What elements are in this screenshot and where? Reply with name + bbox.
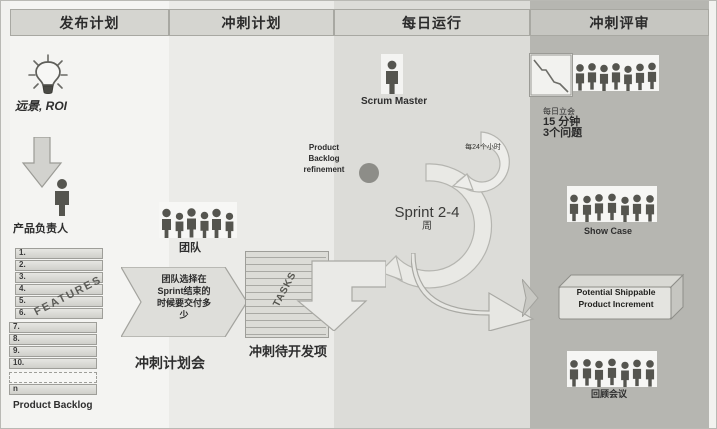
down-arrow-icon: [21, 137, 63, 188]
sprint-backlog-label: 冲刺待开发项: [249, 344, 328, 359]
decision-line: Sprint结束的: [157, 286, 211, 296]
column-header-label: 每日运行: [402, 14, 462, 31]
backlog-item-number: n: [13, 384, 18, 393]
person-icon: [607, 193, 617, 221]
standup-line: 每日立会: [543, 107, 575, 116]
product-owner-label: 产品负责人: [13, 223, 68, 235]
column-header-label: 冲刺计划: [221, 14, 282, 31]
person-icon: [575, 64, 585, 91]
decision-line: 少: [179, 310, 189, 320]
person-icon: [569, 194, 579, 222]
person-icon: [569, 360, 579, 387]
retrospective-label: 回顾会议: [591, 389, 628, 399]
team-decision-text: 团队选择在 Sprint结束的 时候要交付多 少: [131, 273, 237, 321]
person-icon: [645, 195, 655, 222]
team-label: 团队: [179, 242, 201, 254]
person-icon: [624, 65, 632, 91]
person-icon: [187, 208, 197, 238]
backlog-item-number: 5.: [19, 296, 26, 305]
product-backlog-stack: 1. 2. 3. 4. 5. 6. 7. 8. 9. 10. n FEATURE…: [9, 248, 107, 396]
person-icon: [175, 212, 183, 238]
backlog-item-number: 1.: [19, 248, 26, 257]
refinement-dot-icon: [359, 163, 379, 183]
person-icon: [162, 208, 171, 238]
column-header-sprint-planning: 冲刺计划: [169, 9, 334, 36]
backlog-item-number: 9.: [13, 346, 20, 355]
daily-cycle-arrow: [451, 131, 510, 193]
standup-line: 3个问题: [543, 127, 583, 139]
product-backlog-label: Product Backlog: [13, 400, 93, 411]
increment-line: Product Increment: [578, 299, 654, 309]
column-band-daily-run: [334, 1, 530, 428]
person-icon: [645, 360, 655, 387]
daily-cycle-label: 每24个小时: [465, 144, 501, 151]
refinement-line: refinement: [303, 165, 345, 174]
person-icon: [212, 208, 222, 238]
backlog-item-number: 8.: [13, 334, 20, 343]
increment-line: Potential Shippable: [576, 287, 656, 297]
lightbulb-icon: [28, 54, 68, 94]
sprint-duration-label: Sprint 2-4: [394, 204, 460, 221]
standup-line: 15 分钟: [543, 116, 581, 128]
person-icon: [647, 62, 657, 90]
sprint-duration-unit: 周: [422, 221, 432, 232]
backlog-item-number: 7.: [13, 322, 20, 331]
person-icon: [587, 63, 597, 90]
column-header-daily-run: 每日运行: [334, 9, 530, 36]
review-inflow-chevron: [522, 279, 539, 317]
daily-standup-details: 每日立会 15 分钟 3个问题: [543, 106, 623, 139]
outflow-arrow-icon: [411, 253, 535, 331]
person-icon: [225, 212, 234, 238]
sprint-planning-meeting-label: 冲刺计划会: [135, 355, 205, 371]
vision-roi-label: 远景, ROI: [15, 99, 68, 113]
product-backlog-refinement-label: Product Backlog refinement: [289, 142, 359, 175]
refinement-line: Product: [308, 143, 340, 152]
person-icon: [607, 358, 617, 386]
backlog-item-number: 10.: [13, 358, 25, 367]
backlog-item-number: 2.: [19, 260, 26, 269]
scrum-master-person-box: [381, 54, 403, 94]
team-decision-chevron: [121, 267, 247, 337]
sprint-duration-text: Sprint 2-4 周: [384, 204, 470, 234]
refinement-line: Backlog: [308, 154, 340, 163]
team-people-group: [159, 202, 237, 238]
person-icon: [620, 196, 629, 222]
retrospective-people-group: [567, 351, 657, 387]
scrum-master-label: Scrum Master: [361, 96, 428, 107]
person-icon: [595, 194, 604, 221]
product-owner-person-icon: [55, 179, 69, 216]
decision-line: 时候要交付多: [156, 298, 211, 308]
person-icon: [599, 64, 609, 91]
column-header-label: 发布计划: [59, 14, 120, 31]
decision-line: 团队选择在: [161, 274, 207, 284]
show-case-people-group: [567, 186, 657, 222]
column-header-release-planning: 发布计划: [10, 9, 169, 36]
shippable-increment-box: [557, 273, 685, 321]
column-header-sprint-review: 冲刺评审: [530, 9, 709, 36]
person-icon: [595, 360, 604, 387]
shippable-increment-text: Potential Shippable Product Increment: [557, 286, 675, 310]
person-icon: [620, 361, 629, 387]
daily-standup-people-group: [573, 55, 659, 91]
person-icon: [611, 63, 621, 90]
backlog-item-number: 4.: [19, 284, 26, 293]
backlog-item-number: 6.: [19, 308, 26, 317]
column-header-label: 冲刺评审: [589, 14, 650, 31]
backlog-item-number: 3.: [19, 272, 26, 281]
inflow-arrow-icon: [296, 260, 386, 331]
person-icon: [633, 194, 642, 222]
show-case-label: Show Case: [584, 226, 633, 236]
person-icon: [635, 63, 645, 91]
burndown-chart-icon: [529, 53, 573, 97]
person-icon: [633, 359, 642, 387]
person-icon: [200, 211, 209, 238]
scrum-master-person-icon: [386, 60, 398, 94]
person-icon: [582, 195, 591, 222]
person-icon: [582, 359, 591, 386]
